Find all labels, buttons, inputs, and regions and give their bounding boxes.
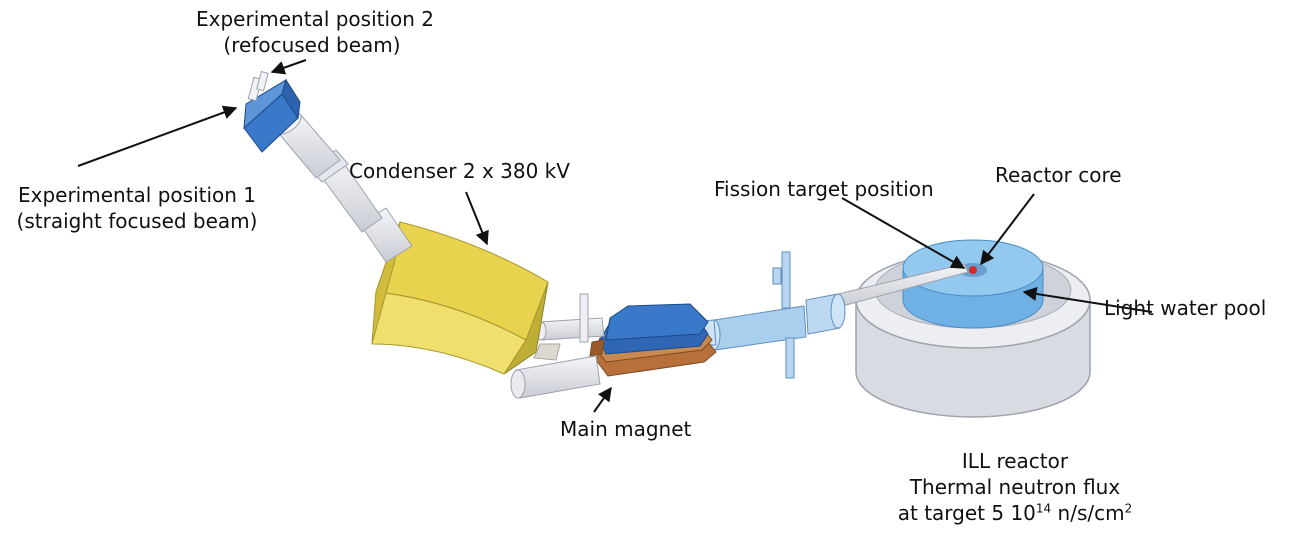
- label-exp-pos1: Experimental position 1 (straight focuse…: [0, 182, 274, 234]
- exp-pos1-subtitle: (straight focused beam): [16, 209, 258, 233]
- exp-pos1-title: Experimental position 1: [17, 183, 257, 207]
- arrow-fission-target: [841, 197, 966, 269]
- diagonal-beam-tube: [274, 111, 413, 263]
- label-fission-target: Fission target position: [714, 177, 934, 201]
- exp-pos2-subtitle: (refocused beam): [223, 33, 401, 57]
- arrow-light-water-pool: [1022, 287, 1153, 313]
- label-light-water-pool: Light water pool: [1104, 296, 1267, 320]
- flux-exponent: 14: [1035, 501, 1052, 516]
- arrow-main-magnet: [593, 386, 612, 413]
- main-magnet: [589, 303, 717, 377]
- arrow-reactor-core: [980, 193, 1035, 266]
- reactor-pool: [855, 239, 1091, 418]
- thermal-flux-line: Thermal neutron flux: [909, 475, 1121, 499]
- experimental-position-2-tube: [247, 70, 269, 102]
- experimental-position-1-block: [243, 78, 301, 153]
- label-reactor-core: Reactor core: [995, 163, 1122, 187]
- exp-pos2-title: Experimental position 2: [196, 7, 435, 31]
- flux-unit-exponent: 2: [1124, 501, 1133, 516]
- lower-beam-pipe: [510, 355, 601, 399]
- flux-unit: n/s/cm: [1051, 501, 1125, 525]
- flux-value-line: at target 5 1014 n/s/cm2: [880, 500, 1150, 526]
- condenser: [371, 221, 561, 375]
- label-condenser: Condenser 2 x 380 kV: [349, 159, 570, 183]
- arrow-condenser: [465, 191, 489, 246]
- label-ill-reactor-block: ILL reactor Thermal neutron flux at targ…: [880, 448, 1150, 526]
- upper-beam-pipe: [535, 293, 605, 343]
- beamline-section: [707, 251, 846, 379]
- flux-prefix: at target 5 10: [897, 501, 1036, 525]
- arrow-exp-pos1: [77, 105, 238, 167]
- ill-reactor-title: ILL reactor: [961, 449, 1069, 473]
- reactor-core-dot: [969, 266, 977, 274]
- label-main-magnet: Main magnet: [560, 417, 692, 441]
- label-exp-pos2: Experimental position 2 (refocused beam): [196, 6, 435, 58]
- arrow-exp-pos2: [270, 59, 307, 75]
- annotation-arrows: [77, 59, 1153, 413]
